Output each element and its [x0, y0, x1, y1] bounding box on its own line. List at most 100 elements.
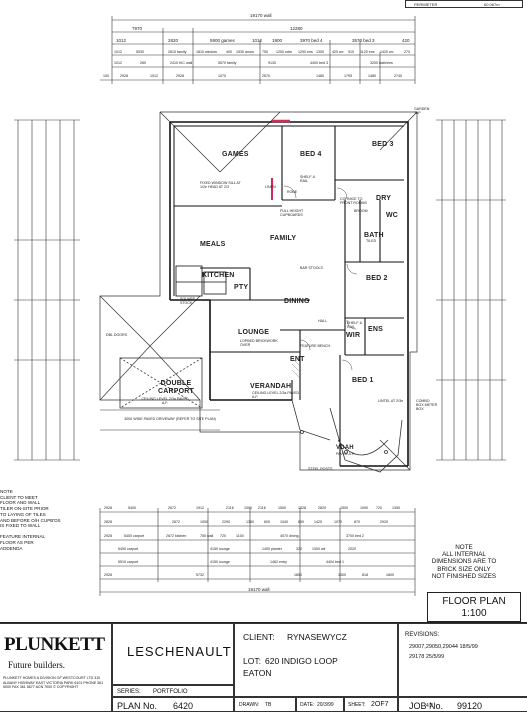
bottom-dim-2-9: 1070 [334, 520, 342, 524]
perimeter-value: 60.067m [484, 1, 500, 7]
top-dim-6-3: 2928 [176, 74, 184, 78]
bottom-dim-4-4: 1300 wir [312, 547, 326, 551]
footer-mark: 4 2 [426, 703, 433, 709]
bottom-dim-4-5: 2020 [348, 547, 356, 551]
bottom-dim-1-13: 1390 [392, 506, 400, 510]
top-dim-5-1: 260 [140, 61, 146, 65]
floor-plan-label-box: FLOOR PLAN 1:100 [427, 592, 521, 622]
top-dim-4-13: 1420 wc [380, 50, 394, 54]
bottom-dim-1-7: 1500 [278, 506, 286, 510]
bottom-dim-1-11: 1090 [360, 506, 368, 510]
bottom-dim-1-12: 720 [376, 506, 382, 510]
company-tagline: Future builders. [8, 660, 65, 670]
top-dim-5-5: 4400 bed 3 [310, 61, 328, 65]
top-dim-4-3: 1810 window [196, 50, 217, 54]
client-label: CLIENT: [243, 632, 275, 642]
bottom-dim-4-1: 4150 lounge [210, 547, 230, 551]
note-line: NOT FINISHED SIZES [431, 572, 497, 580]
bottom-dim-1-0: 2928 [104, 506, 112, 510]
lot-value: 620 INDIGO LOOP [265, 656, 338, 666]
top-dim-5-0: 1012 [114, 61, 122, 65]
note-combo-box: COMBO BOX METER BOX [416, 399, 438, 411]
top-dim-4-14: 270 [404, 50, 410, 54]
bottom-dim-6-0: 2928 [104, 573, 112, 577]
bottom-dim-1-10: 1500 [340, 506, 348, 510]
design-cell: LESCHENAULT [112, 623, 234, 685]
lot-label: LOT: [243, 656, 261, 666]
top-dim-3-2: 5900 games [210, 38, 235, 43]
bottom-dim-2-6: 1040 [280, 520, 288, 524]
room-dining: DINING [284, 298, 310, 305]
top-dim-3-5: 3970 bed 4 [300, 38, 323, 43]
revisions-label: REVISIONS: [405, 632, 440, 638]
bottom-dim-6-3: 1300 [338, 573, 346, 577]
top-dim-4-12: 1120 ens [360, 50, 375, 54]
bottom-dim-3-0: 2928 [104, 534, 112, 538]
room-lounge: LOUNGE [238, 329, 270, 336]
room-bed3: BED 3 [372, 141, 394, 148]
bottom-dim-2-5: 600 [264, 520, 270, 524]
top-dim-4-2: 2810 family [168, 50, 187, 54]
company-logo: PLUNKETT [4, 634, 105, 655]
plan-no-cell: PLAN No. 6420 [112, 697, 234, 712]
client-cell: CLIENT: RYNASEWYCZ LOT: 620 INDIGO LOOP … [234, 623, 398, 697]
top-dim-3-4: 1900 [272, 38, 283, 43]
perimeter-label: PERIMETER [414, 1, 438, 7]
revision-line: 29007,29050,29044 18/5/99 [409, 644, 478, 650]
top-dim-4-0: 1012 [114, 50, 122, 54]
top-dim-4-1: 5530 [136, 50, 144, 54]
room-pty: PTY [234, 284, 249, 291]
note-lop-bed: LOPBED BRICKWORK OVER [240, 339, 278, 347]
note-fixed-window: FIXED WINDOW SILL AT 1/2e HEAD AT 2/3 [200, 181, 241, 189]
note-garden-tap: GARDEN TAP [414, 107, 430, 115]
series-label: SERIES: [117, 689, 141, 695]
note-line: DIMENSIONS ARE TO [431, 558, 497, 566]
room-meals: MEALS [200, 241, 226, 248]
perimeter-box: PERIMETER 60.067m [405, 0, 523, 8]
note-bar-stools: BAR STOOLS [300, 266, 323, 270]
top-dim-2a: 7970 [132, 26, 143, 31]
bottom-dim-2-4: 1360 [246, 520, 254, 524]
bottom-dim-2-7: 600 [298, 520, 304, 524]
note-shelf-rail: SHELF & RAIL [300, 175, 315, 183]
top-dim-4-7: 1200 robe [276, 50, 293, 54]
bottom-dim-5-1: 4150 lounge [210, 560, 230, 564]
left-note-line: ADDENDA [0, 545, 23, 551]
bottom-dim-6-2: 1850 [294, 573, 302, 577]
note-lintel: LINTEL AT 2/3e [378, 399, 404, 403]
top-dim-6-1: 2928 [120, 74, 128, 78]
left-note-line: FLOOR AS PER [0, 539, 34, 545]
top-dim-6-0: 100 [103, 74, 109, 78]
note-carport-ceiling: CEILING LEVEL 2/3a PAVED A.F. [141, 397, 189, 405]
top-dim-2b: 12280 [290, 26, 303, 31]
sheet-value: 2OF7 [371, 701, 389, 708]
revision-line: 29178 25/5/99 [409, 654, 445, 660]
bottom-dim-1-8: 1528 [298, 506, 306, 510]
bottom-dim-1-1: 5400 [128, 506, 136, 510]
sheet-cell: SHEET: 2OF7 [344, 697, 398, 712]
plan-no-label: PLAN No. [117, 701, 158, 711]
left-notes: NOTE CLIENT TO MEET FLOOR AND WALL TILER… [0, 489, 61, 551]
note-verandah-ceiling: CEILING LEVEL 2/3a PAVED A.F. [252, 391, 300, 399]
bottom-dim-3-2: 2672 kitchen [166, 534, 187, 538]
top-dim-3-7: 420 [402, 38, 410, 43]
room-games: GAMES [222, 151, 249, 158]
title-block: PLUNKETT Future builders. PLUNKETT HOMES… [0, 622, 527, 712]
top-dim-5-6: 3200 bath/ens [370, 61, 393, 65]
left-note-line: TILER ON-SITE PRIOR [0, 506, 49, 512]
bottom-overall-dim: 19170 wall [248, 587, 270, 592]
series-cell: SERIES: PORTFOLIO [112, 685, 234, 697]
left-note-line: CLIENT TO MEET [0, 494, 38, 500]
note-full-height-cupboards: FULL HEIGHT CUPBOARDS [280, 209, 304, 217]
suburb: EATON [243, 668, 272, 678]
top-dim-5-3: 5570 family [218, 61, 237, 65]
company-address: PLUNKETT HOMES A DIVISION OF WESTCOURT L… [3, 676, 104, 690]
top-dim-3-1: 2820 [168, 38, 179, 43]
left-note-line: NOTE [0, 489, 13, 494]
bottom-dim-1-3: 1912 [196, 506, 204, 510]
bottom-dim-4-2: 1400 planter [262, 547, 282, 551]
bottom-dim-6-5: 1800 [386, 573, 394, 577]
bottom-dim-4-3: 320 [296, 547, 302, 551]
top-dim-6-9: 2740 [394, 74, 402, 78]
